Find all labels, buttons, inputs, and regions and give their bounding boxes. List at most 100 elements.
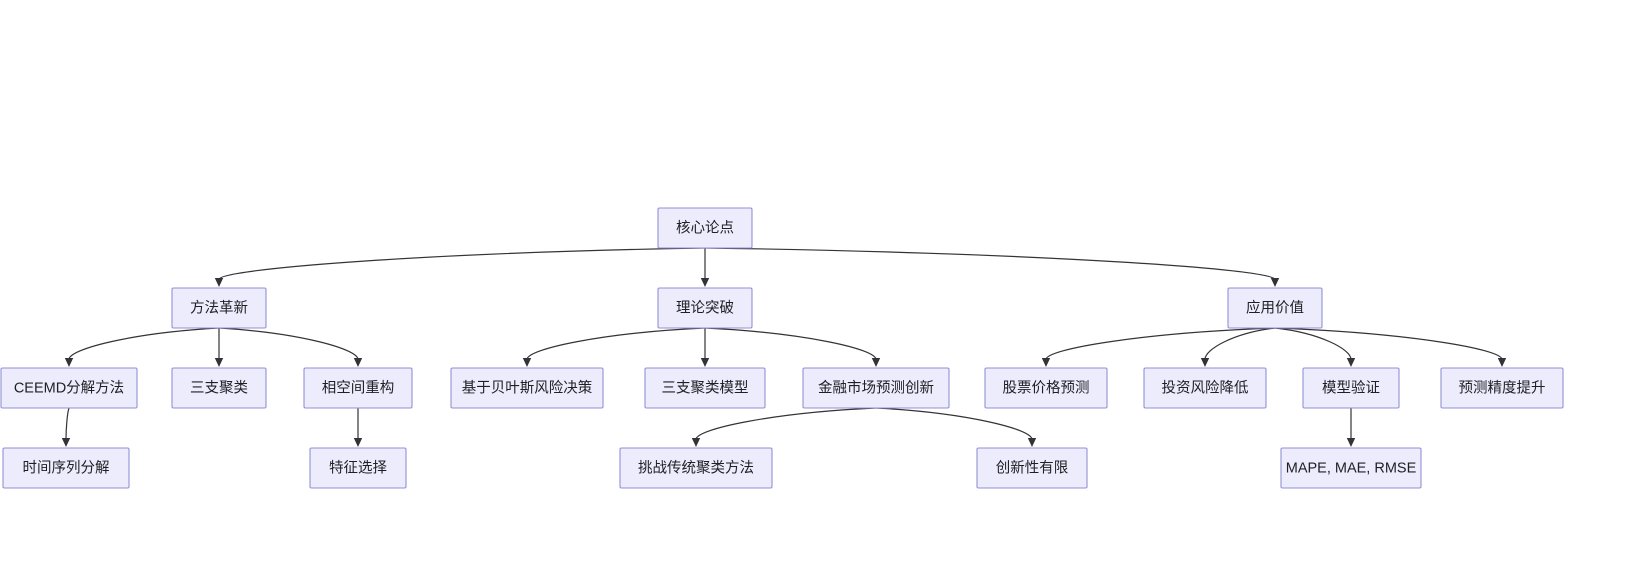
node-box[interactable] — [644, 367, 766, 409]
edge-line — [875, 407, 1033, 440]
node-label: MAPE, MAE, RMSE — [1286, 460, 1417, 476]
node-bayes[interactable]: 基于贝叶斯风险决策 — [450, 367, 604, 409]
edge-line — [218, 327, 359, 360]
node-box[interactable] — [984, 367, 1108, 409]
node-box[interactable] — [171, 367, 267, 409]
node-accuracy[interactable]: 预测精度提升 — [1440, 367, 1564, 409]
node-label: 理论突破 — [676, 299, 734, 316]
arrowhead-icon — [871, 358, 881, 367]
arrowhead-icon — [1346, 358, 1356, 367]
node-label: 三支聚类模型 — [662, 379, 749, 396]
arrowhead-icon — [691, 438, 701, 447]
edge-theory-to-finance — [704, 327, 881, 367]
node-box[interactable] — [1280, 447, 1422, 489]
edge-line — [1045, 327, 1276, 360]
edge-line — [704, 327, 877, 360]
node-label: 投资风险降低 — [1162, 379, 1249, 396]
node-tsdecomp[interactable]: 时间序列分解 — [2, 447, 130, 489]
edge-method-to-threeway — [214, 328, 224, 367]
edge-application-to-riskdown — [1200, 327, 1276, 367]
node-riskdown[interactable]: 投资风险降低 — [1143, 367, 1267, 409]
edge-line — [1274, 327, 1503, 360]
arrowhead-icon — [1270, 278, 1280, 287]
node-label: 方法革新 — [190, 299, 248, 316]
node-box[interactable] — [976, 447, 1088, 489]
edge-theory-to-bayes — [522, 327, 706, 367]
edge-theory-to-twmodel — [700, 328, 710, 367]
arrowhead-icon — [522, 358, 532, 367]
node-method[interactable]: 方法革新 — [171, 287, 267, 329]
node-box[interactable] — [657, 287, 753, 329]
edge-line — [1274, 327, 1352, 360]
arrowhead-icon — [700, 358, 710, 367]
node-box[interactable] — [802, 367, 950, 409]
edge-line — [695, 407, 877, 440]
node-box[interactable] — [171, 287, 267, 329]
node-box[interactable] — [1227, 287, 1323, 329]
edge-finance-to-challenge — [691, 407, 877, 447]
arrowhead-icon — [353, 358, 363, 367]
node-phase[interactable]: 相空间重构 — [303, 367, 413, 409]
arrowhead-icon — [1041, 358, 1051, 367]
node-challenge[interactable]: 挑战传统聚类方法 — [619, 447, 773, 489]
edge-validate-to-metrics — [1346, 408, 1356, 447]
node-label: 挑战传统聚类方法 — [638, 459, 754, 476]
node-application[interactable]: 应用价值 — [1227, 287, 1323, 329]
edge-application-to-validate — [1274, 327, 1356, 367]
arrowhead-icon — [61, 438, 71, 447]
edge-phase-to-featsel — [353, 408, 363, 447]
node-box[interactable] — [1143, 367, 1267, 409]
arrowhead-icon — [214, 358, 224, 367]
node-box[interactable] — [303, 367, 413, 409]
node-featsel[interactable]: 特征选择 — [309, 447, 407, 489]
arrowhead-icon — [700, 278, 710, 287]
node-stock[interactable]: 股票价格预测 — [984, 367, 1108, 409]
node-box[interactable] — [2, 447, 130, 489]
edge-method-to-ceemd — [64, 327, 220, 367]
node-box[interactable] — [309, 447, 407, 489]
node-label: 创新性有限 — [996, 459, 1069, 476]
node-threeway[interactable]: 三支聚类 — [171, 367, 267, 409]
node-label: 特征选择 — [329, 459, 387, 476]
arrowhead-icon — [1200, 358, 1210, 367]
node-label: 应用价值 — [1246, 298, 1304, 316]
node-box[interactable] — [1302, 367, 1400, 409]
node-twmodel[interactable]: 三支聚类模型 — [644, 367, 766, 409]
edge-method-to-phase — [218, 327, 363, 367]
node-label: 时间序列分解 — [23, 459, 110, 476]
edge-line — [68, 327, 220, 360]
node-theory[interactable]: 理论突破 — [657, 287, 753, 329]
edge-line — [704, 247, 1276, 281]
arrowhead-icon — [64, 358, 74, 367]
node-root[interactable]: 核心论点 — [657, 207, 753, 249]
edge-root-to-theory — [700, 248, 710, 287]
node-label: CEEMD分解方法 — [14, 379, 124, 396]
node-label: 金融市场预测创新 — [818, 379, 934, 396]
node-validate[interactable]: 模型验证 — [1302, 367, 1400, 409]
edge-application-to-accuracy — [1274, 327, 1507, 367]
node-finance[interactable]: 金融市场预测创新 — [802, 367, 950, 409]
node-box[interactable] — [657, 207, 753, 249]
edge-line — [526, 327, 706, 360]
arrowhead-icon — [1027, 438, 1037, 447]
node-ceemd[interactable]: CEEMD分解方法 — [0, 367, 138, 409]
node-label: 基于贝叶斯风险决策 — [462, 379, 593, 396]
node-label: 股票价格预测 — [1003, 379, 1090, 396]
node-limited[interactable]: 创新性有限 — [976, 447, 1088, 489]
edge-line — [1204, 327, 1276, 360]
arrowhead-icon — [353, 438, 363, 447]
node-box[interactable] — [619, 447, 773, 489]
node-box[interactable] — [1440, 367, 1564, 409]
node-label: 相空间重构 — [322, 379, 395, 396]
node-box[interactable] — [450, 367, 604, 409]
edges-layer — [61, 247, 1507, 447]
edge-line — [65, 407, 70, 440]
node-label: 核心论点 — [676, 219, 734, 236]
edge-root-to-method — [214, 247, 706, 287]
node-metrics[interactable]: MAPE, MAE, RMSE — [1280, 447, 1422, 489]
node-box[interactable] — [0, 367, 138, 409]
edge-application-to-stock — [1041, 327, 1276, 367]
